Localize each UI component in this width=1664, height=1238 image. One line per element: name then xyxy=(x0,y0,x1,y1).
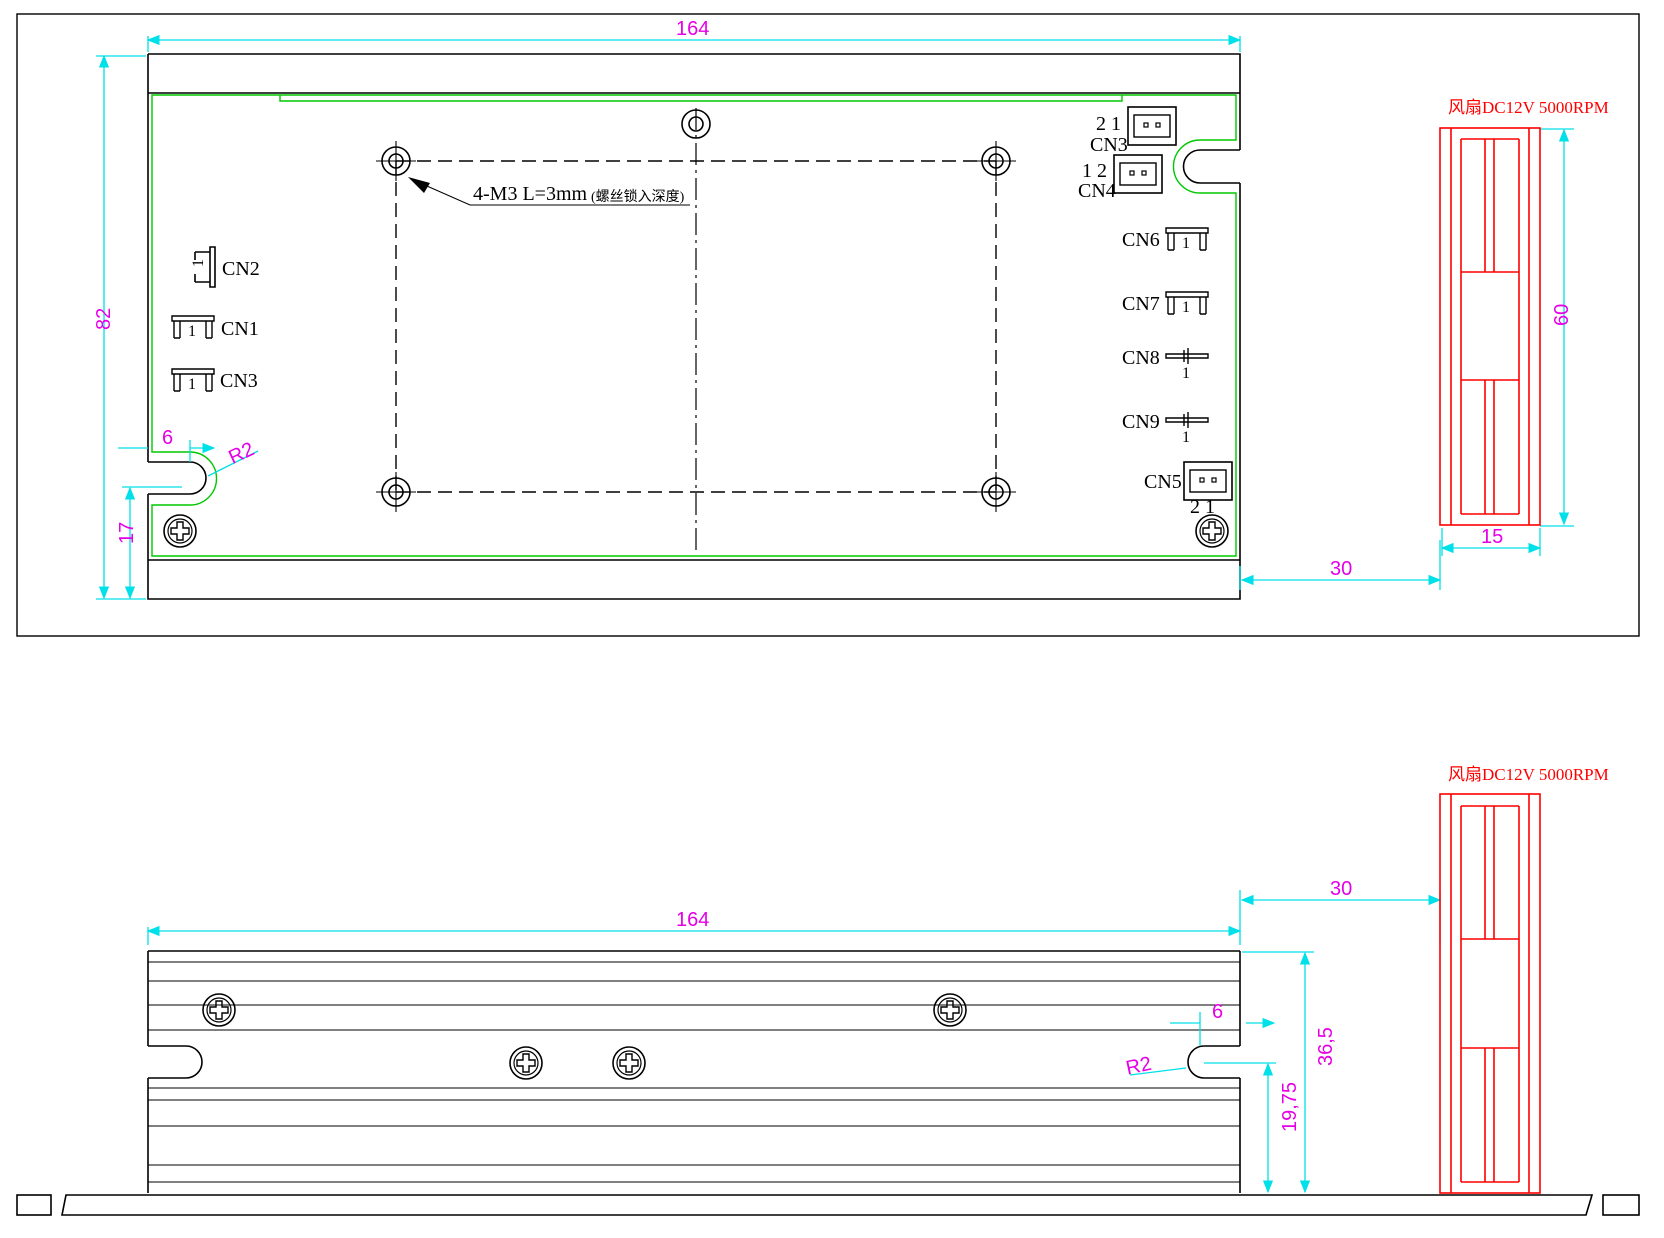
screw-icon xyxy=(933,993,967,1027)
connector-cn9: 1 CN9 xyxy=(1122,411,1209,446)
svg-text:15: 15 xyxy=(1481,526,1503,548)
svg-text:60: 60 xyxy=(1551,304,1573,326)
side-heatsink-outline xyxy=(147,950,1241,1193)
hole-crosshair xyxy=(376,141,1016,512)
svg-text:30: 30 xyxy=(1330,878,1352,900)
screw-icon xyxy=(163,514,197,548)
connector-cn6: 1 CN6 xyxy=(1122,227,1209,252)
cn9-label: CN9 xyxy=(1122,411,1160,433)
base-plate xyxy=(16,1194,1640,1216)
connector-cn1: 1 CN1 xyxy=(171,315,259,340)
dim-fan-height: 60 xyxy=(1540,128,1574,527)
dim-fan-gap-side: 30 xyxy=(1240,878,1442,945)
svg-text:164: 164 xyxy=(676,18,709,40)
screw-note-leader xyxy=(410,178,690,206)
connector-cn7: 1 CN7 xyxy=(1122,291,1209,316)
connector-cn8: 1 CN8 xyxy=(1122,347,1209,382)
top-heatsink-outline xyxy=(147,53,1241,600)
svg-text:2 1: 2 1 xyxy=(1190,496,1215,518)
connector-cn3-right: 2 1 CN3 xyxy=(1090,106,1177,156)
cn3-left-label: CN3 xyxy=(220,370,258,392)
connector-cn4: 1 2 CN4 xyxy=(1078,154,1163,202)
top-view-frame xyxy=(16,13,1640,637)
connector-cn2: 1 CN2 xyxy=(190,246,260,288)
fan-label-side: 风扇DC12V 5000RPM xyxy=(1448,765,1609,784)
dim-length-top: 164 xyxy=(146,18,1242,52)
svg-text:36,5: 36,5 xyxy=(1315,1027,1337,1066)
cn1-label: CN1 xyxy=(221,318,259,340)
svg-text:30: 30 xyxy=(1330,558,1352,580)
fan-side: 风扇DC12V 5000RPM xyxy=(1439,765,1609,1194)
screw-icon xyxy=(202,993,236,1027)
cn5-label: CN5 xyxy=(1144,471,1182,493)
svg-text:2 1: 2 1 xyxy=(1096,113,1121,135)
svg-text:6: 6 xyxy=(162,427,173,449)
dim-slot-offset: 6 xyxy=(118,427,214,462)
cn2-label: CN2 xyxy=(222,258,260,280)
cn4-label: CN4 xyxy=(1078,180,1116,202)
svg-text:82: 82 xyxy=(93,308,115,330)
dim-length-side: 164 xyxy=(146,890,1242,945)
svg-text:164: 164 xyxy=(676,909,709,931)
svg-text:17: 17 xyxy=(116,522,138,544)
cn6-label: CN6 xyxy=(1122,229,1160,251)
dim-slot-height-top: 17 xyxy=(116,486,182,600)
dim-slot-height-side: 19,75 xyxy=(1204,1062,1301,1194)
dim-slot-offset-side: 6 xyxy=(1170,1001,1274,1046)
dim-total-height-side: 36,5 xyxy=(1242,951,1337,1194)
svg-text:1: 1 xyxy=(1182,429,1190,446)
svg-text:1: 1 xyxy=(190,259,207,267)
pcb-outline xyxy=(151,94,1237,557)
cn7-label: CN7 xyxy=(1122,293,1160,315)
screw-icon xyxy=(509,1046,543,1080)
svg-text:19,75: 19,75 xyxy=(1279,1082,1301,1132)
cn8-label: CN8 xyxy=(1122,347,1160,369)
leader-arrow-icon xyxy=(408,177,430,193)
cn3-right-label: CN3 xyxy=(1090,134,1128,156)
fan-top: 风扇DC12V 5000RPM xyxy=(1439,98,1609,526)
svg-text:1: 1 xyxy=(1182,365,1190,382)
dim-radius-side: R2 xyxy=(1124,1053,1187,1080)
dim-fan-gap-top: 30 xyxy=(1239,540,1442,590)
svg-text:1: 1 xyxy=(1182,299,1190,316)
dim-height-top: 82 xyxy=(93,54,146,600)
connector-cn3-left: 1 CN3 xyxy=(171,368,258,393)
screw-icon xyxy=(612,1046,646,1080)
fan-label-top: 风扇DC12V 5000RPM xyxy=(1448,98,1609,117)
dim-fan-width: 15 xyxy=(1440,526,1542,556)
svg-text:1 2: 1 2 xyxy=(1082,160,1107,182)
screw-note-sub: (螺丝锁入深度) xyxy=(591,189,685,205)
svg-text:R2: R2 xyxy=(1124,1053,1154,1080)
svg-text:1: 1 xyxy=(188,323,196,340)
svg-text:1: 1 xyxy=(1182,235,1190,252)
connector-cn5: CN5 2 1 xyxy=(1144,461,1233,518)
screw-note: 4-M3 L=3mm xyxy=(473,183,587,205)
svg-text:6: 6 xyxy=(1212,1001,1223,1023)
screw-icon xyxy=(1195,514,1229,548)
svg-text:1: 1 xyxy=(188,376,196,393)
